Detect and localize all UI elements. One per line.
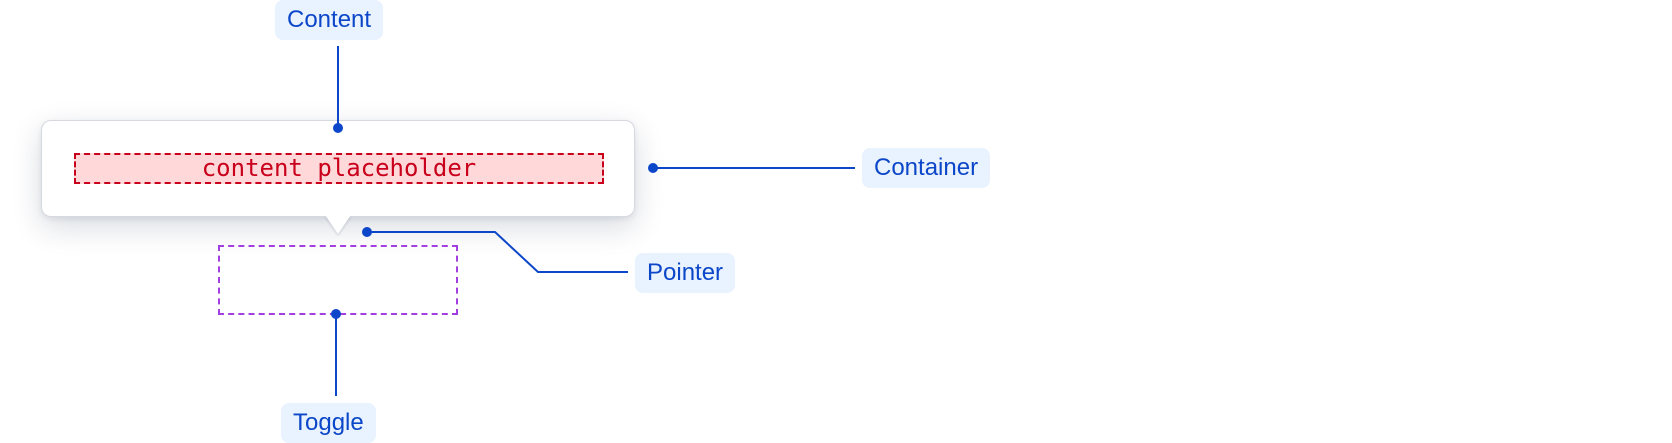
pointer-callout: Pointer — [635, 253, 736, 293]
content-callout: Content — [275, 0, 384, 40]
pointer-connector-dot — [362, 227, 372, 237]
toggle-outline — [218, 245, 458, 315]
toggle-callout: Toggle — [281, 403, 376, 443]
popup-pointer — [325, 215, 351, 234]
container-callout: Container — [862, 148, 991, 188]
container-connector-dot — [648, 163, 658, 173]
content-placeholder: content placeholder — [74, 153, 604, 184]
